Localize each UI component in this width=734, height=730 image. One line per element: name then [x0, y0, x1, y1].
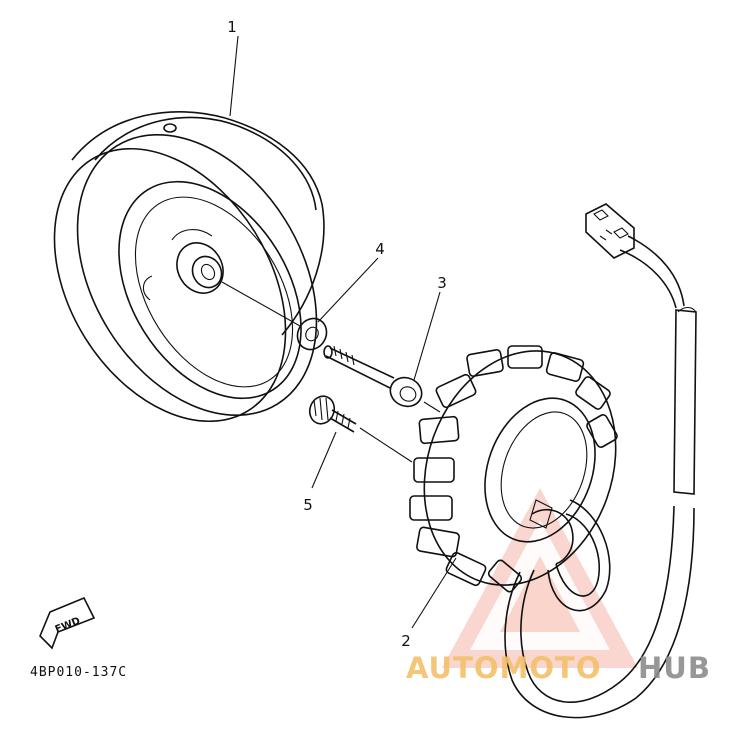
wire-harness — [504, 203, 697, 719]
stator-bolt-part — [323, 345, 441, 413]
watermark-text-primary: AUTOMOTO — [406, 651, 601, 685]
part-code: 4BP010-137C — [30, 665, 127, 680]
watermark-text-secondary: HUB — [638, 651, 711, 685]
fwd-label: FWD — [54, 616, 82, 636]
washer-part — [296, 317, 328, 351]
watermark-logo — [442, 488, 638, 668]
stator-part — [409, 345, 618, 593]
screw-part — [308, 395, 413, 463]
rotor-part — [53, 111, 325, 423]
callout-screw-label: 5 — [303, 496, 313, 514]
forward-arrow-icon: FWD — [39, 596, 96, 650]
watermark-text: AUTOMOTO HUB — [406, 651, 711, 685]
callout-bolt-label: 3 — [437, 274, 447, 292]
callout-washer-label: 4 — [375, 240, 385, 258]
callout-rotor-label: 1 — [227, 18, 237, 36]
leader-lines — [229, 35, 457, 629]
callout-stator-label: 2 — [401, 632, 411, 650]
